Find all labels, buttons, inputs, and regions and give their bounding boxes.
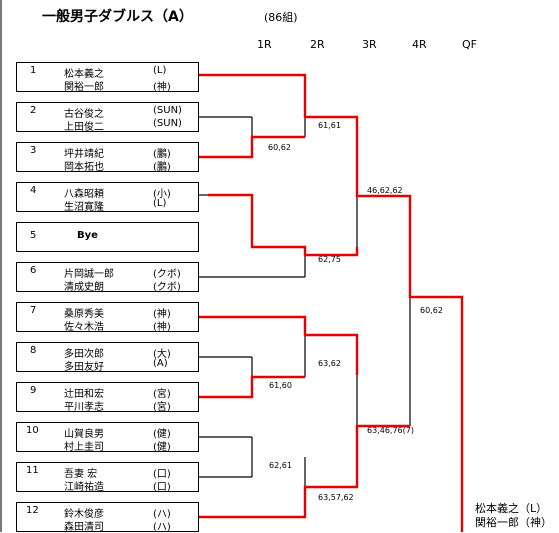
- player-club: (ハ): [153, 522, 171, 533]
- entry-seed: 4: [30, 185, 37, 196]
- player-name: 森田清司: [64, 522, 104, 533]
- player-name: 多田次郎: [64, 349, 104, 360]
- entry-seed: 8: [30, 345, 37, 356]
- winner-name: 関裕一郎（神）: [475, 516, 552, 529]
- score-match-8-9: 61,60: [269, 381, 292, 390]
- entry-box-6: 6 片岡誠一郎 (クボ) 清成史朗 (クボ): [16, 262, 199, 293]
- bye-label: Bye: [77, 230, 98, 241]
- player-club: (神): [153, 82, 171, 93]
- score-quarterfinal: 60,62: [420, 306, 443, 315]
- player-name: 多田友好: [64, 362, 104, 373]
- entry-seed: 12: [26, 505, 39, 516]
- win-path-b3: [199, 135, 305, 159]
- entry-seed: 3: [30, 145, 37, 156]
- score-match-7-12: 63,46,76(7): [367, 426, 414, 435]
- player-name: 上田俊二: [64, 122, 104, 133]
- entry-box-12: 12 鈴木俊彦 (ハ) 森田清司 (ハ): [16, 502, 199, 533]
- win-path-b9: [199, 375, 305, 399]
- player-club: (SUN): [153, 118, 182, 129]
- page-title: 一般男子ダブルス（A）: [42, 9, 193, 25]
- player-club: (健): [153, 442, 171, 453]
- entry-seed: 1: [30, 65, 37, 76]
- score-match-10-12: 63,57,62: [318, 493, 354, 502]
- player-name: 吾妻 宏: [64, 469, 98, 480]
- player-club: (クボ): [153, 269, 181, 280]
- player-club: (鵬): [153, 162, 171, 173]
- entry-seed: 5: [30, 230, 37, 241]
- entry-box-8: 8 多田次郎 (大) 多田友好 (A): [16, 342, 199, 373]
- entry-box-9: 9 辻田和宏 (宮) 平川孝志 (宮): [16, 382, 199, 413]
- entry-box-5: 5 Bye: [16, 222, 199, 252]
- player-name: 村上圭司: [64, 442, 104, 453]
- score-match-10-11: 62,61: [269, 461, 292, 470]
- entry-box-11: 11 吾妻 宏 (口) 江崎祐造 (口): [16, 462, 199, 493]
- round-label-1r: 1R: [257, 38, 272, 51]
- win-path-b1: [199, 73, 464, 532]
- entry-box-3: 3 坪井靖紀 (鵬) 岡本拓也 (鵬): [16, 142, 199, 173]
- score-match-2-3: 60,62: [268, 143, 291, 152]
- player-club: (小): [153, 189, 171, 200]
- player-club: (健): [153, 429, 171, 440]
- player-club: (大): [153, 349, 171, 360]
- player-club: (神): [153, 322, 171, 333]
- player-club: (ハ): [153, 509, 171, 520]
- player-name: 八森昭頼: [64, 189, 104, 200]
- score-match-7-9: 63,62: [318, 359, 341, 368]
- win-path-b4: [208, 193, 359, 257]
- player-club: (鵬): [153, 149, 171, 160]
- player-name: 生沼寛隆: [64, 202, 104, 213]
- round-label-qf: QF: [462, 38, 477, 51]
- player-name: 清成史朗: [64, 282, 104, 293]
- player-club: (L): [153, 198, 167, 209]
- player-club: (口): [153, 482, 171, 493]
- player-name: 平川孝志: [64, 402, 104, 413]
- entry-box-1: 1 松本義之 (L) 関裕一郎 (神): [16, 62, 199, 93]
- player-club: (宮): [153, 389, 171, 400]
- winner-name: 松本義之（L）: [475, 502, 548, 515]
- player-name: 岡本拓也: [64, 162, 104, 173]
- score-match-1-6: 46,62,62: [367, 186, 403, 195]
- entry-box-7: 7 桑原秀美 (神) 佐々木浩 (神): [16, 302, 199, 333]
- player-name: 山賀良男: [64, 429, 104, 440]
- entry-seed: 7: [30, 305, 37, 316]
- player-name: 古谷俊之: [64, 109, 104, 120]
- round-label-2r: 2R: [310, 38, 325, 51]
- player-name: 鈴木俊彦: [64, 509, 104, 520]
- player-club: (クボ): [153, 282, 181, 293]
- player-name: 関裕一郎: [64, 82, 104, 93]
- player-club: (SUN): [153, 105, 182, 116]
- player-name: 佐々木浩: [64, 322, 104, 333]
- player-club: (口): [153, 469, 171, 480]
- player-name: 坪井靖紀: [64, 149, 104, 160]
- player-name: 江崎祐造: [64, 482, 104, 493]
- entry-seed: 9: [30, 385, 37, 396]
- player-name: 松本義之: [64, 69, 104, 80]
- player-name: 桑原秀美: [64, 309, 104, 320]
- win-path-b7: [199, 315, 359, 375]
- entry-seed: 2: [30, 105, 37, 116]
- player-club: (L): [153, 65, 167, 76]
- left-border: [0, 0, 2, 532]
- score-match-4-6: 62,75: [318, 255, 341, 264]
- round-label-3r: 3R: [362, 38, 377, 51]
- entry-box-2: 2 古谷俊之 (SUN) 上田俊二 (SUN): [16, 102, 199, 133]
- entry-count: (86組): [264, 11, 298, 24]
- entry-seed: 10: [26, 425, 39, 436]
- player-club: (A): [153, 358, 168, 369]
- entry-seed: 6: [30, 265, 37, 276]
- entry-box-10: 10 山賀良男 (健) 村上圭司 (健): [16, 422, 199, 453]
- player-name: 片岡誠一郎: [64, 269, 114, 280]
- entry-seed: 11: [26, 465, 39, 476]
- entry-box-4: 4 八森昭頼 (小) 生沼寛隆 (L): [16, 182, 199, 213]
- player-club: (宮): [153, 402, 171, 413]
- score-match-1-3: 61,61: [318, 121, 341, 130]
- player-club: (神): [153, 309, 171, 320]
- player-name: 辻田和宏: [64, 389, 104, 400]
- round-label-4r: 4R: [412, 38, 427, 51]
- win-path-b12: [199, 424, 410, 519]
